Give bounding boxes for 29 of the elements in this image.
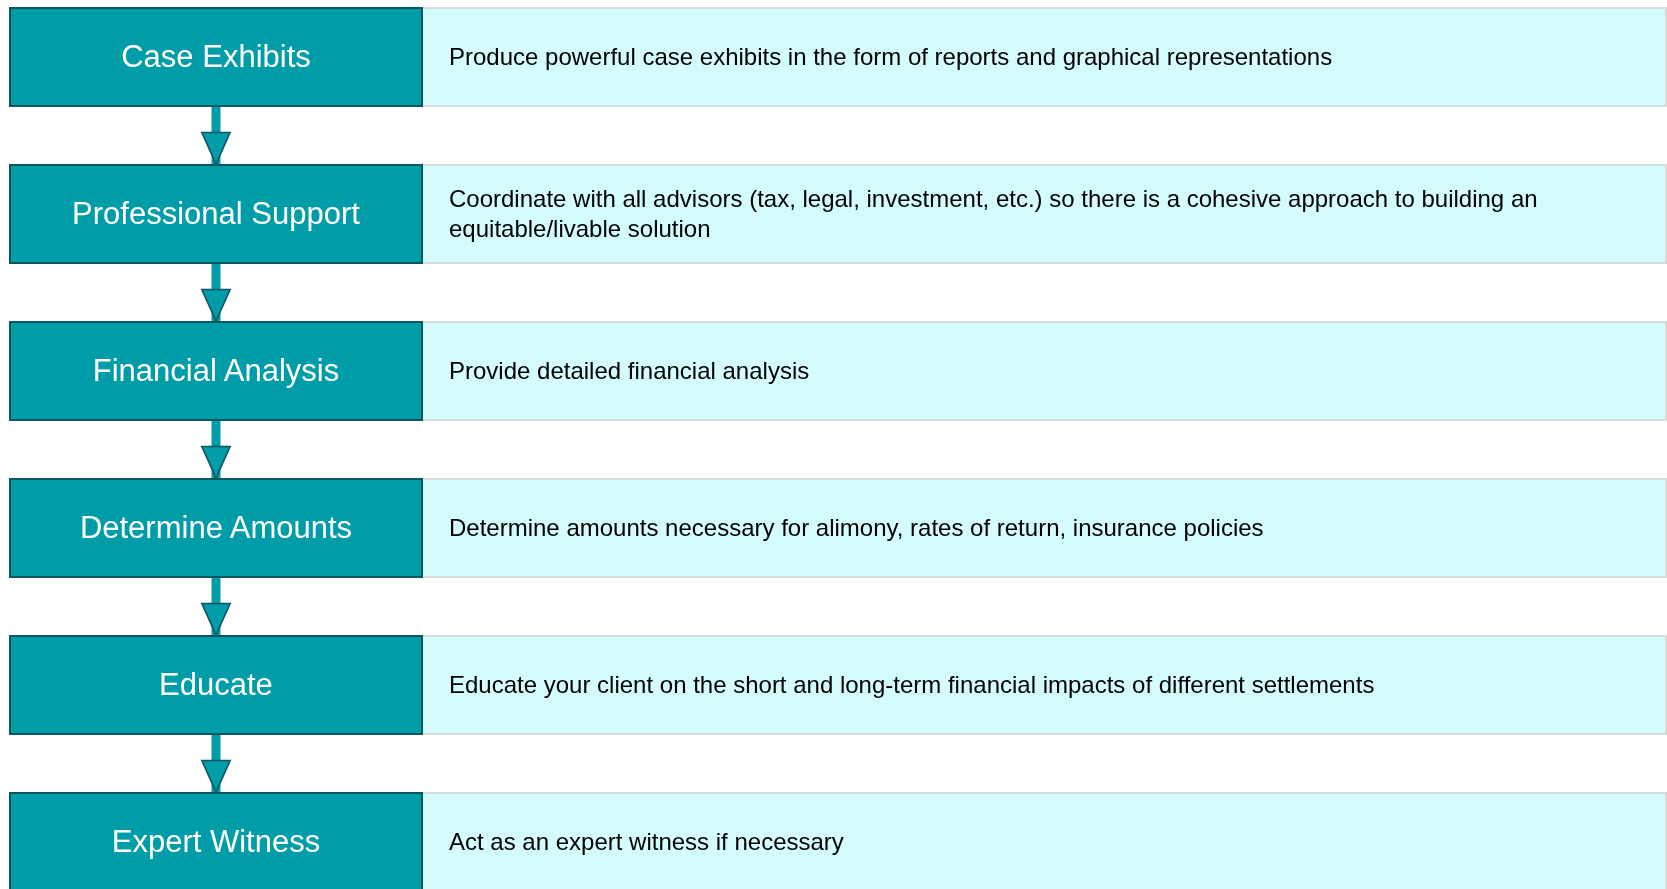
description-text: Produce powerful case exhibits in the form of reports and graphical representations bbox=[449, 42, 1333, 72]
step-title: Case Exhibits bbox=[121, 39, 311, 75]
step-box bbox=[9, 164, 423, 264]
description-text: Act as an expert witness if necessary bbox=[449, 827, 844, 857]
description-box bbox=[423, 164, 1667, 264]
step-title: Determine Amounts bbox=[79, 510, 353, 546]
step-title: Expert Witness bbox=[111, 824, 321, 860]
down-arrow bbox=[201, 264, 231, 322]
step-box bbox=[9, 478, 423, 578]
step-title: Financial Analysis bbox=[92, 353, 340, 389]
description-text: Educate your client on the short and long-term financial impacts of different settlements bbox=[449, 670, 1375, 700]
description-box bbox=[423, 792, 1667, 889]
step-title: Professional Support bbox=[72, 196, 360, 232]
down-arrow bbox=[201, 107, 231, 165]
step-box bbox=[9, 7, 423, 107]
description-box bbox=[423, 478, 1667, 578]
step-title: Educate bbox=[159, 667, 273, 703]
description-text: Determine amounts necessary for alimony, rates of return, insurance policies bbox=[449, 513, 1264, 543]
step-box bbox=[9, 635, 423, 735]
description-text: Coordinate with all advisors (tax, legal, investment, etc.) so there is a cohesive approach to building an equitable/livable solution bbox=[449, 184, 1539, 244]
description-box bbox=[423, 635, 1667, 735]
down-arrow bbox=[201, 578, 231, 636]
down-arrow bbox=[201, 421, 231, 479]
description-text: Provide detailed financial analysis bbox=[449, 356, 810, 386]
down-arrow bbox=[201, 735, 231, 793]
description-box bbox=[423, 7, 1667, 107]
step-box bbox=[9, 321, 423, 421]
description-box bbox=[423, 321, 1667, 421]
step-box bbox=[9, 792, 423, 889]
